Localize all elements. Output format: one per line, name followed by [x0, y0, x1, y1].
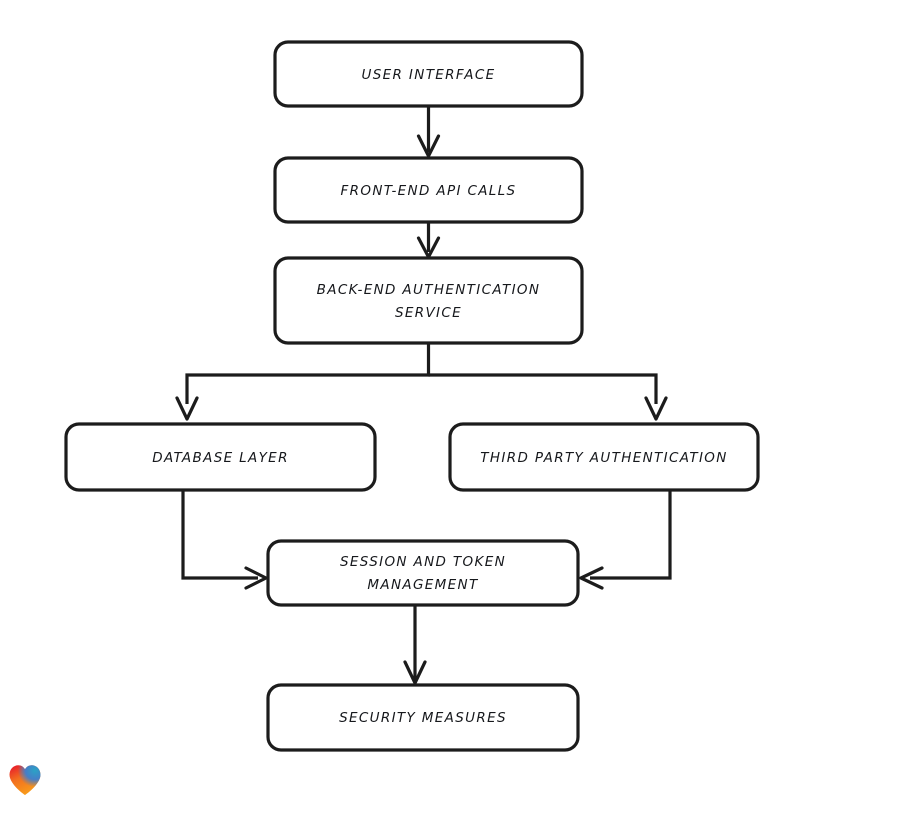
edge-thirdparty-to-session [579, 490, 672, 590]
node-session-and-token-management-shape[interactable] [266, 539, 580, 607]
node-security-measures-label: SECURITY MEASURES [339, 710, 507, 726]
edge-api-to-backend [416, 222, 441, 259]
node-session-and-token-management[interactable]: SESSION AND TOKEN MANAGEMENT [266, 539, 580, 607]
edge-backend-to-database [175, 343, 431, 421]
node-third-party-authentication-label: THIRD PARTY AUTHENTICATION [480, 450, 727, 466]
node-security-measures[interactable]: SECURITY MEASURES [266, 683, 580, 752]
heart-icon [8, 764, 42, 796]
edge-ui-to-api [416, 106, 441, 158]
node-database-layer-shape[interactable] [64, 422, 377, 492]
node-third-party-authentication[interactable]: THIRD PARTY AUTHENTICATION [448, 422, 760, 492]
node-back-end-authentication-service[interactable]: BACK-END AUTHENTICATION SERVICE [273, 256, 584, 345]
edge-backend-to-thirdparty [428, 373, 668, 421]
node-front-end-api-calls[interactable]: FRONT-END API CALLS [273, 156, 584, 224]
node-back-end-authentication-service-label-line2: SERVICE [395, 305, 462, 321]
node-database-layer[interactable]: DATABASE LAYER [64, 422, 377, 492]
node-session-and-token-management-label-line2: MANAGEMENT [367, 577, 479, 593]
node-user-interface-label: USER INTERFACE [362, 67, 496, 83]
node-session-and-token-management-label-line1: SESSION AND TOKEN [340, 554, 506, 570]
edge-database-to-session [181, 490, 268, 590]
node-front-end-api-calls-label: FRONT-END API CALLS [341, 183, 517, 199]
node-security-measures-shape[interactable] [266, 683, 580, 752]
node-database-layer-label: DATABASE LAYER [152, 450, 289, 466]
node-back-end-authentication-service-label-line1: BACK-END AUTHENTICATION [317, 282, 541, 298]
node-user-interface[interactable]: USER INTERFACE [273, 40, 584, 108]
node-user-interface-shape[interactable] [273, 40, 584, 108]
node-third-party-authentication-shape[interactable] [448, 422, 760, 492]
node-back-end-authentication-service-shape[interactable] [273, 256, 584, 345]
edge-session-to-security [403, 605, 427, 685]
node-front-end-api-calls-shape[interactable] [273, 156, 584, 224]
heart-icon-glyph [9, 765, 41, 795]
